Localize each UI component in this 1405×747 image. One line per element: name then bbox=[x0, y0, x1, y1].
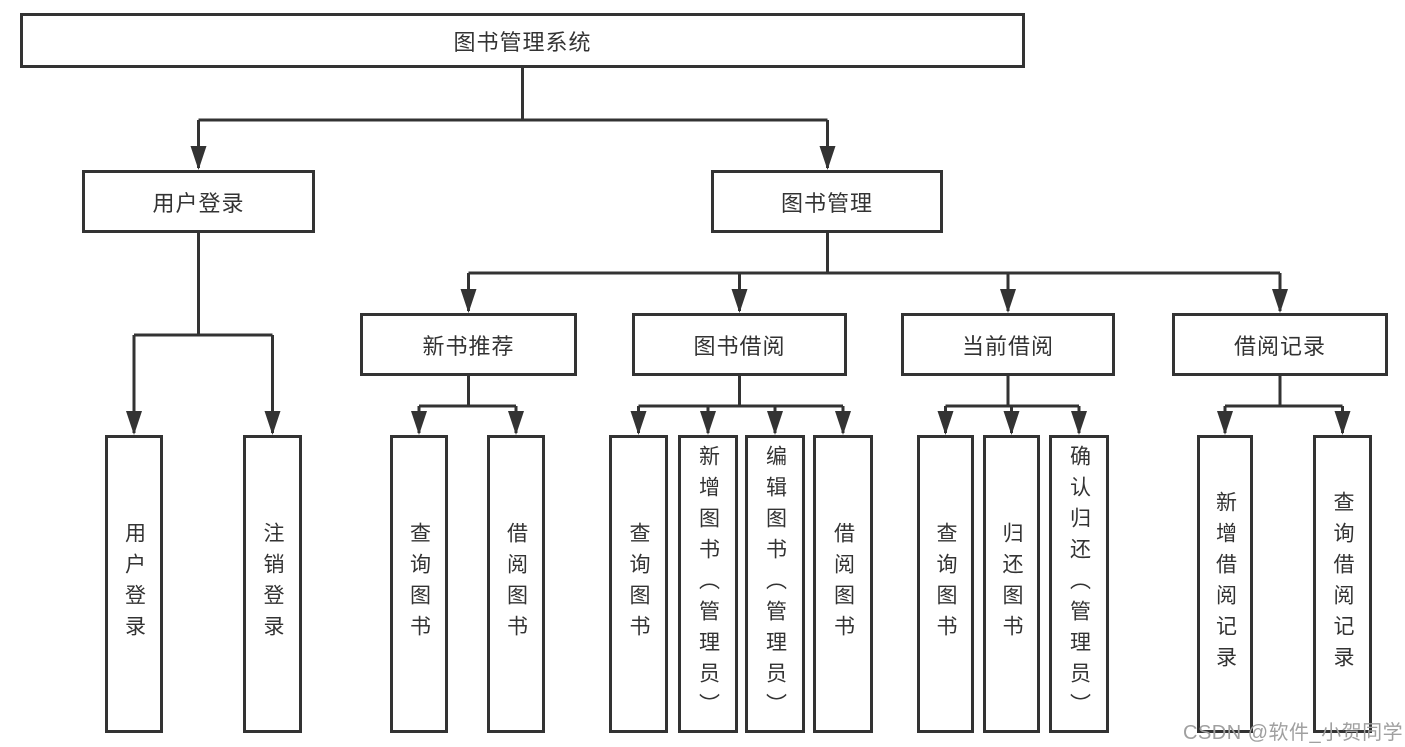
node-label: 图书管理 bbox=[780, 190, 873, 216]
leaf-current-query-books: 查询图书 bbox=[917, 435, 974, 733]
leaf-borrowing-query-books: 查询图书 bbox=[609, 435, 668, 733]
node-book-management: 图书管理 bbox=[711, 170, 943, 233]
arrow-down-icon bbox=[1003, 411, 1020, 435]
connector-path bbox=[417, 375, 518, 433]
leaf-records-query-record: 查询借阅记录 bbox=[1313, 435, 1372, 733]
connector-path bbox=[132, 233, 274, 433]
leaf-records-add-record: 新增借阅记录 bbox=[1197, 435, 1253, 733]
arrow-down-icon bbox=[1334, 411, 1351, 435]
node-label: 查询图书 bbox=[407, 522, 431, 646]
connector-path bbox=[637, 375, 845, 433]
connector-book-borrow-children bbox=[630, 375, 851, 435]
node-label: 查询图书 bbox=[934, 522, 957, 646]
arrow-down-icon bbox=[1272, 289, 1288, 313]
node-label: 新增图书（管理员） bbox=[696, 444, 720, 724]
arrow-down-icon bbox=[1071, 411, 1087, 435]
node-label: 借阅记录 bbox=[1233, 333, 1326, 359]
leaf-logout: 注销登录 bbox=[243, 435, 302, 733]
leaf-borrowing-add-books-admin: 新增图书（管理员） bbox=[678, 435, 738, 733]
node-book-borrowing: 图书借阅 bbox=[632, 313, 847, 376]
node-label: 借阅图书 bbox=[504, 522, 528, 646]
node-borrowing-records: 借阅记录 bbox=[1172, 313, 1388, 376]
connector-current-borrow-children bbox=[937, 375, 1087, 435]
arrow-down-icon bbox=[190, 146, 207, 170]
node-label: 新书推荐 bbox=[422, 333, 515, 359]
node-user-login: 用户登录 bbox=[82, 170, 315, 233]
arrow-down-icon bbox=[264, 411, 281, 435]
node-new-book-recommend: 新书推荐 bbox=[360, 313, 577, 376]
node-label: 查询图书 bbox=[627, 522, 650, 646]
connector-new-book-children bbox=[411, 375, 524, 435]
leaf-user-login: 用户登录 bbox=[105, 435, 163, 733]
leaf-current-confirm-return-admin: 确认归还（管理员） bbox=[1049, 435, 1109, 733]
node-label: 编辑图书（管理员） bbox=[763, 444, 787, 724]
leaf-borrowing-borrow-books: 借阅图书 bbox=[813, 435, 873, 733]
node-label: 借阅图书 bbox=[831, 522, 855, 646]
node-root-library-system: 图书管理系统 bbox=[20, 13, 1025, 68]
connector-book-mgmt-children bbox=[460, 233, 1288, 313]
connector-user-login-children bbox=[126, 233, 281, 435]
node-label: 图书管理系统 bbox=[453, 29, 592, 55]
connector-borrow-record-children bbox=[1217, 375, 1351, 435]
leaf-borrowing-edit-books-admin: 编辑图书（管理员） bbox=[745, 435, 805, 733]
arrow-down-icon bbox=[937, 411, 954, 435]
arrow-down-icon bbox=[460, 289, 477, 313]
arrow-down-icon bbox=[508, 411, 524, 435]
csdn-watermark: CSDN @软件_小贺同学 bbox=[1183, 722, 1404, 744]
node-label: 查询借阅记录 bbox=[1331, 491, 1354, 677]
arrow-down-icon bbox=[1217, 411, 1233, 435]
connector-path bbox=[467, 233, 1282, 311]
node-label: 用户登录 bbox=[122, 522, 146, 646]
arrow-down-icon bbox=[126, 411, 142, 435]
arrow-down-icon bbox=[835, 411, 851, 435]
arrow-down-icon bbox=[767, 411, 783, 435]
leaf-current-return-books: 归还图书 bbox=[983, 435, 1040, 733]
node-label: 注销登录 bbox=[261, 522, 284, 646]
leaf-recommend-query-books: 查询图书 bbox=[390, 435, 448, 733]
arrow-down-icon bbox=[819, 146, 836, 170]
node-label: 当前借阅 bbox=[961, 333, 1054, 359]
connector-path bbox=[197, 68, 829, 168]
arrow-down-icon bbox=[411, 411, 427, 435]
connector-root-to-level2 bbox=[190, 68, 836, 170]
node-label: 图书借阅 bbox=[693, 333, 786, 359]
connector-path bbox=[1223, 375, 1344, 433]
arrow-down-icon bbox=[630, 411, 647, 435]
arrow-down-icon bbox=[700, 411, 716, 435]
node-label: 用户登录 bbox=[152, 190, 245, 216]
node-label: 归还图书 bbox=[1000, 522, 1023, 646]
arrow-down-icon bbox=[1000, 289, 1016, 313]
node-label: 确认归还（管理员） bbox=[1067, 444, 1091, 724]
leaf-recommend-borrow-books: 借阅图书 bbox=[487, 435, 545, 733]
node-current-borrowing: 当前借阅 bbox=[901, 313, 1115, 376]
node-label: 新增借阅记录 bbox=[1213, 491, 1237, 677]
arrow-down-icon bbox=[731, 289, 748, 313]
